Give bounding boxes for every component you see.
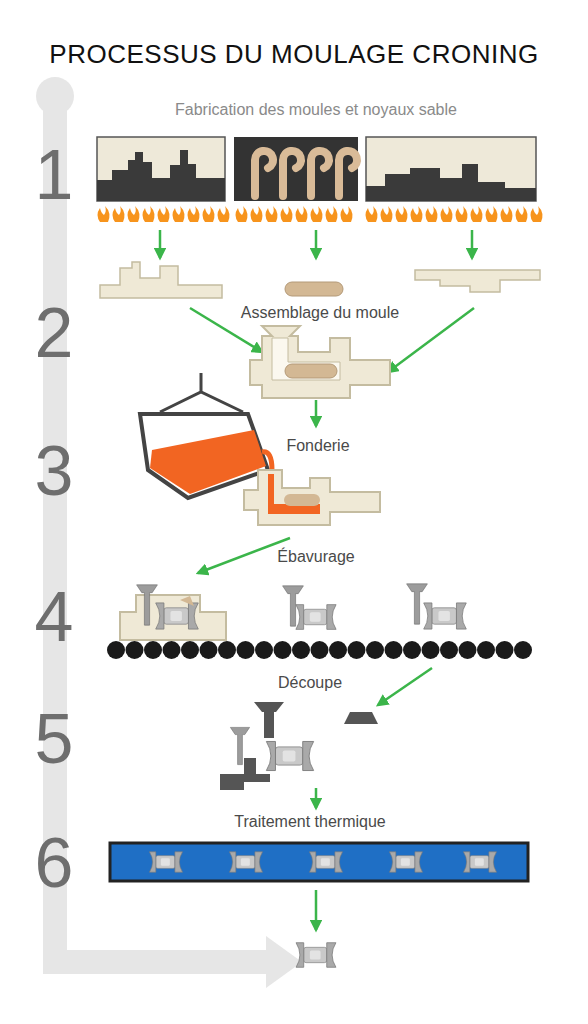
flow-arrow-green: [160, 230, 474, 930]
step-number: 4: [35, 582, 74, 652]
heat-treatment-oven: [110, 843, 528, 881]
roller: [477, 641, 495, 659]
step-label: Ébavurage: [277, 548, 354, 566]
step-number: 1: [35, 140, 74, 210]
flame: [366, 206, 378, 222]
flame: [411, 206, 423, 222]
roller: [292, 641, 310, 659]
flame: [456, 206, 468, 222]
flame: [158, 206, 170, 222]
flame: [236, 206, 248, 222]
roller: [274, 641, 292, 659]
shakeout: [120, 584, 466, 640]
roller: [200, 641, 218, 659]
roller: [440, 641, 458, 659]
roller: [329, 641, 347, 659]
flame: [98, 206, 110, 222]
flame: [296, 206, 308, 222]
flame: [396, 206, 408, 222]
roller: [163, 641, 181, 659]
mould-parts: [100, 262, 540, 298]
roller: [218, 641, 236, 659]
flame: [128, 206, 140, 222]
step-label: Fonderie: [286, 437, 349, 455]
roller: [311, 641, 329, 659]
flame: [326, 206, 338, 222]
step-label: Traitement thermique: [234, 813, 385, 831]
flame: [426, 206, 438, 222]
flame: [441, 206, 453, 222]
ladle: [140, 373, 380, 525]
roller: [181, 641, 199, 659]
assembled-mould: [250, 326, 390, 398]
flame: [341, 206, 353, 222]
roller: [422, 641, 440, 659]
flame: [113, 206, 125, 222]
roller: [514, 641, 532, 659]
step-number: 3: [35, 436, 74, 506]
flame: [143, 206, 155, 222]
roller: [496, 641, 514, 659]
roller: [385, 641, 403, 659]
flame: [501, 206, 513, 222]
mould-making: [97, 137, 536, 201]
roller: [255, 641, 273, 659]
final-part: [296, 943, 336, 968]
flame: [218, 206, 230, 222]
flame: [471, 206, 483, 222]
heater-flames: [98, 206, 543, 222]
roller: [126, 641, 144, 659]
flame: [311, 206, 323, 222]
roller-conveyor: [107, 641, 532, 659]
flame: [251, 206, 263, 222]
roller: [366, 641, 384, 659]
flame: [486, 206, 498, 222]
cut-parts: [220, 702, 378, 790]
step-label: Assemblage du moule: [241, 304, 399, 322]
flame: [173, 206, 185, 222]
step-number: 6: [35, 828, 74, 898]
roller: [107, 641, 125, 659]
roller: [403, 641, 421, 659]
step-label: Fabrication des moules et noyaux sable: [175, 101, 457, 119]
flame: [188, 206, 200, 222]
step-label: Découpe: [278, 674, 342, 692]
flame: [266, 206, 278, 222]
flame: [531, 206, 543, 222]
flame: [203, 206, 215, 222]
roller: [144, 641, 162, 659]
roller: [459, 641, 477, 659]
roller: [237, 641, 255, 659]
flame: [281, 206, 293, 222]
title: PROCESSUS DU MOULAGE CRONING: [49, 40, 538, 69]
roller: [348, 641, 366, 659]
flame: [516, 206, 528, 222]
step-number: 5: [35, 704, 74, 774]
step-number: 2: [35, 298, 74, 368]
flame: [381, 206, 393, 222]
